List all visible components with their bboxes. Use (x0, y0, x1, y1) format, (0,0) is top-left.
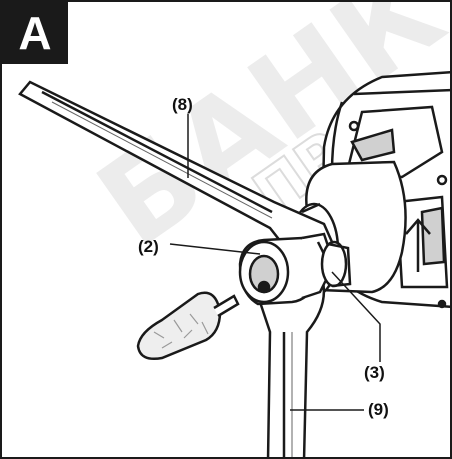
callout-3: (3) (364, 363, 385, 382)
panel-label: A (2, 2, 68, 64)
grinding-point (136, 291, 240, 360)
leader-lines (169, 114, 381, 411)
leader-3 (331, 271, 381, 362)
callout-2: (2) (138, 237, 159, 256)
leader-2 (169, 243, 261, 255)
collet (320, 240, 352, 288)
callout-8: (8) (172, 95, 193, 114)
callout-9: (9) (368, 400, 389, 419)
